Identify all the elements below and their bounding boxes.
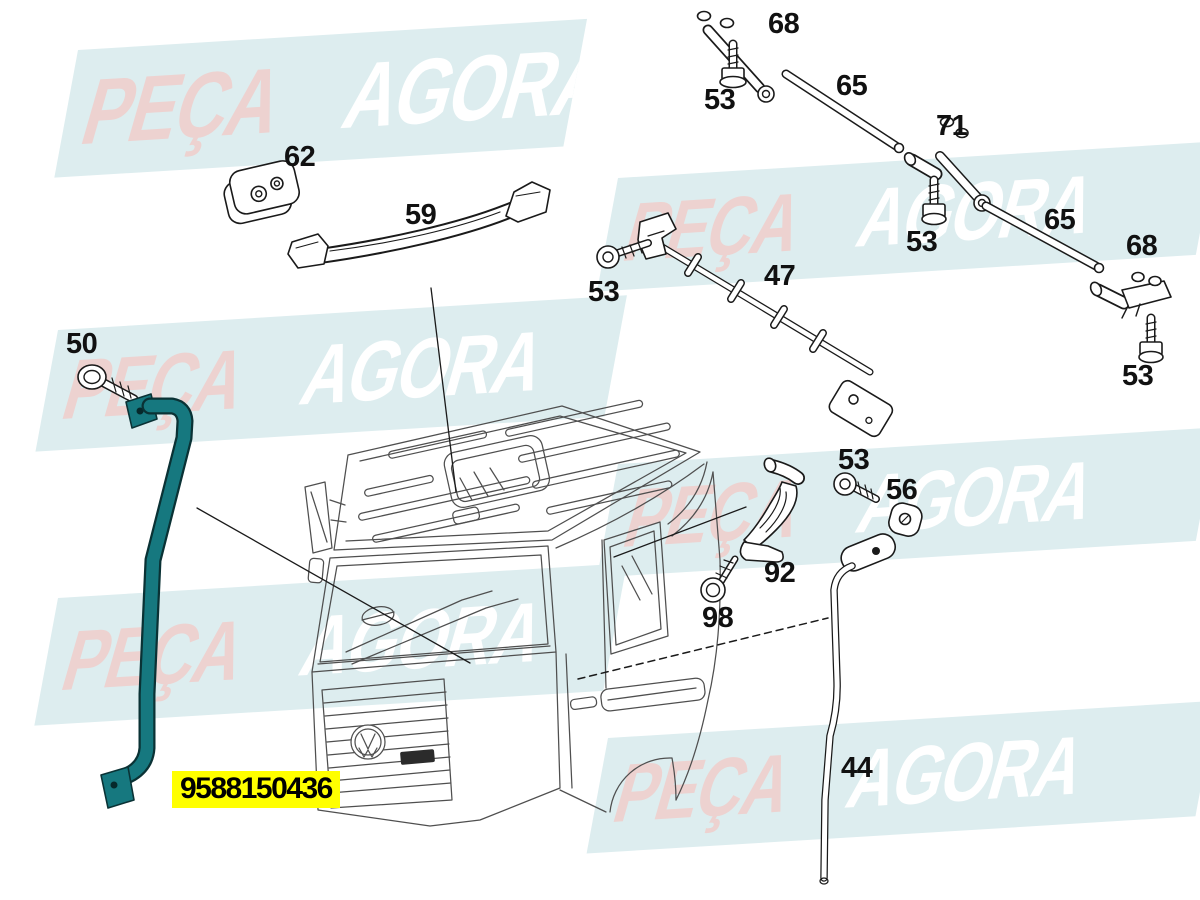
callout-56: 56 (886, 474, 918, 506)
truck-cab-drawing (304, 399, 721, 827)
callout-53-c: 53 (1122, 360, 1154, 392)
callout-47: 47 (764, 260, 796, 292)
part-47-linkage-rod (637, 212, 894, 438)
screw-53-e (833, 472, 880, 503)
callout-62: 62 (284, 141, 316, 173)
leader-line-highlighted-handle (196, 507, 471, 664)
screw-53-b (921, 175, 947, 226)
callout-68-right: 68 (1126, 230, 1158, 262)
part-50-bolt (77, 364, 139, 404)
leader-line-44-dashed (577, 617, 829, 680)
leader-lines (196, 287, 829, 680)
callout-71: 71 (936, 110, 968, 142)
callout-65-a: 65 (836, 70, 868, 102)
callout-53-a: 53 (704, 84, 736, 116)
leader-line-59 (430, 287, 457, 493)
part-59-grab-handle (287, 181, 551, 269)
callout-92: 92 (764, 557, 796, 589)
part-71-lever (903, 116, 991, 212)
callout-98: 98 (702, 602, 734, 634)
callout-68-top: 68 (768, 8, 800, 40)
part-65-rod-a (781, 69, 905, 154)
part-62-pad (223, 160, 300, 225)
screw-53-a (719, 39, 747, 89)
callout-50: 50 (66, 328, 98, 360)
part-68-fitting-right (1089, 271, 1172, 319)
highlighted-handle-bar (100, 393, 194, 809)
leader-line-92 (613, 506, 747, 558)
screw-53-c (1138, 313, 1164, 364)
part-92-hinge-lever (739, 457, 805, 563)
callout-59: 59 (405, 199, 437, 231)
callout-65-b: 65 (1044, 204, 1076, 236)
highlighted-part-number: 9588150436 (172, 771, 340, 808)
callout-44: 44 (841, 752, 873, 784)
callout-53-e: 53 (838, 444, 870, 476)
screw-53-d (596, 239, 652, 269)
part-56-washer (888, 502, 923, 537)
part-98-screw (700, 555, 739, 603)
part-65-rod-b (981, 201, 1105, 274)
callout-53-b: 53 (906, 226, 938, 258)
part-44-rod (819, 533, 897, 885)
callout-53-d: 53 (588, 276, 620, 308)
